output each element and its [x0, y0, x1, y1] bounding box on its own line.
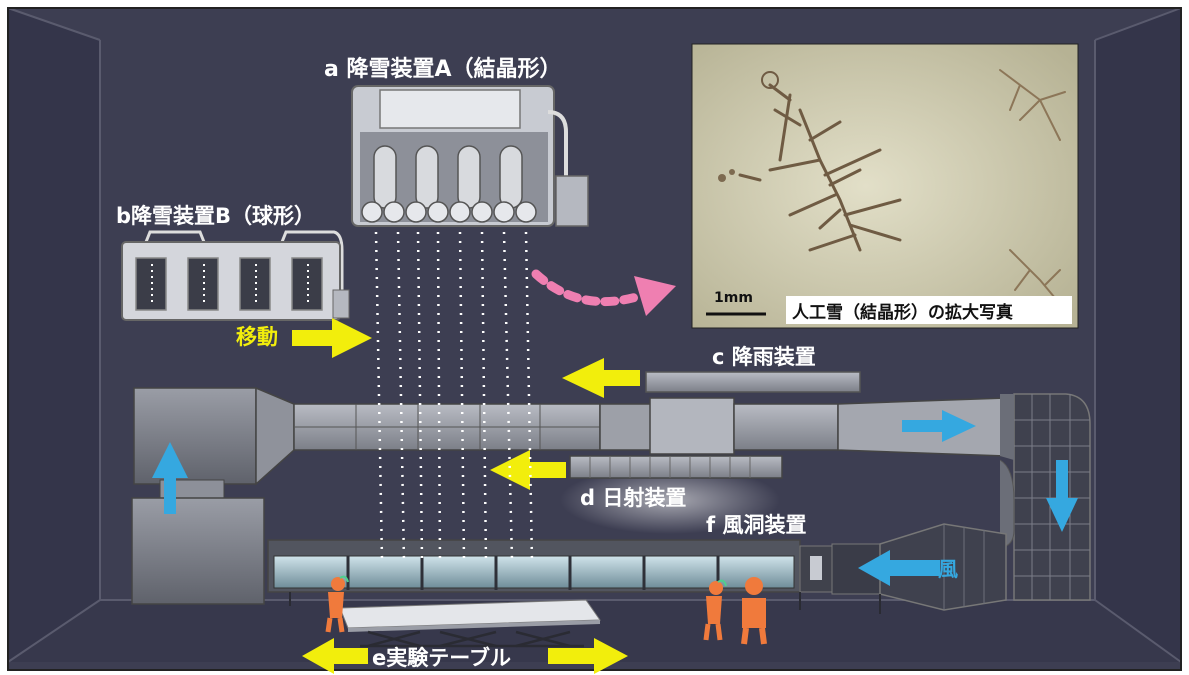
solar-arrow	[490, 450, 566, 490]
upper-duct	[133, 386, 1007, 486]
worker-left	[325, 575, 349, 633]
return-flow-arrow-down	[1046, 460, 1078, 532]
snow-device-b-label: b降雪装置B（球形）	[116, 204, 315, 228]
move-label: 移動	[236, 325, 278, 349]
experiment-table	[339, 599, 601, 648]
wind-arrow	[858, 550, 940, 586]
wind-tunnel-section	[267, 523, 1007, 614]
move-arrow	[292, 318, 372, 358]
photo-caption: 人工雪（結晶形）の拡大写真	[792, 302, 1013, 323]
photo-scale-label: 1mm	[714, 290, 753, 306]
table-arrow-left	[302, 638, 368, 674]
worker-right-2	[741, 577, 767, 645]
wind-tunnel-label: f 風洞装置	[706, 513, 806, 537]
snow-device-a-label: a 降雪装置A（結晶形）	[324, 56, 562, 82]
solar-device	[560, 455, 783, 534]
rain-arrow	[562, 358, 640, 398]
worker-right-1	[703, 579, 727, 641]
tunnel-flow-arrow-right	[902, 410, 976, 442]
snowfall	[374, 231, 534, 563]
rain-device-label: c 降雨装置	[712, 345, 816, 369]
rain-device	[645, 371, 861, 393]
return-duct	[999, 393, 1091, 601]
wind-label: 風	[938, 557, 958, 581]
blower-unit	[131, 479, 265, 605]
table-arrow-right	[548, 638, 628, 674]
snow-device-b	[121, 230, 350, 321]
solar-device-label: d 日射装置	[580, 486, 686, 510]
blower-flow-arrow-up	[152, 442, 188, 514]
snow-device-a	[351, 85, 589, 227]
photo-pointer-arrow	[531, 269, 676, 316]
experiment-table-label: e実験テーブル	[372, 646, 511, 670]
snow-crystal-photo: 1mm 人工雪（結晶形）の拡大写真	[691, 43, 1079, 329]
